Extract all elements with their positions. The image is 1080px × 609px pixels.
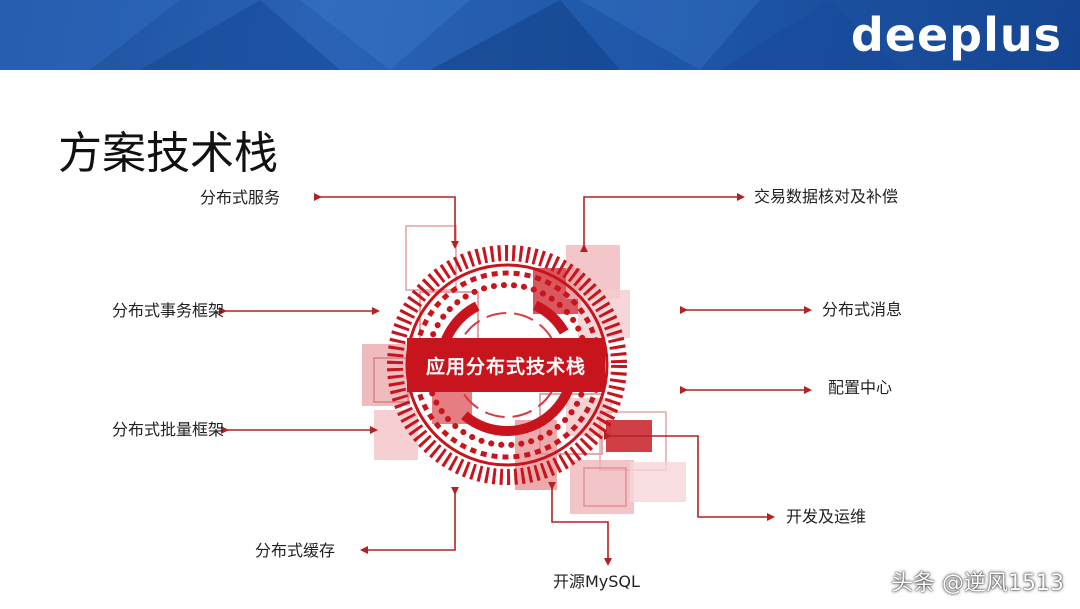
label-dev-and-ops: 开发及运维 <box>786 507 867 526</box>
connector-arrows <box>219 193 812 566</box>
label-transaction-reconciliation: 交易数据核对及补偿 <box>754 187 899 206</box>
header-banner: deeplus <box>0 0 1080 70</box>
watermark: 头条 @逆风1513 <box>891 571 1064 596</box>
label-distributed-batch-framework: 分布式批量框架 <box>112 420 225 439</box>
arrow-distributed-service <box>314 193 459 249</box>
arrow-distributed-cache <box>360 487 459 554</box>
center-label: 应用分布式技术栈 <box>407 338 605 392</box>
slide-title: 方案技术栈 <box>58 128 278 179</box>
arrow-open-source-mysql <box>548 482 612 566</box>
brand-logo: deeplus <box>850 8 1062 62</box>
arrow-transaction-reconciliation <box>580 193 745 252</box>
label-distributed-message: 分布式消息 <box>822 300 903 319</box>
label-distributed-cache: 分布式缓存 <box>255 541 336 560</box>
banner-pattern <box>0 0 900 70</box>
arrow-dev-and-ops <box>604 432 775 521</box>
label-distributed-service: 分布式服务 <box>200 188 281 207</box>
label-distributed-transaction-framework: 分布式事务框架 <box>112 301 225 320</box>
label-open-source-mysql: 开源MySQL <box>553 572 640 591</box>
label-config-center: 配置中心 <box>828 378 893 397</box>
